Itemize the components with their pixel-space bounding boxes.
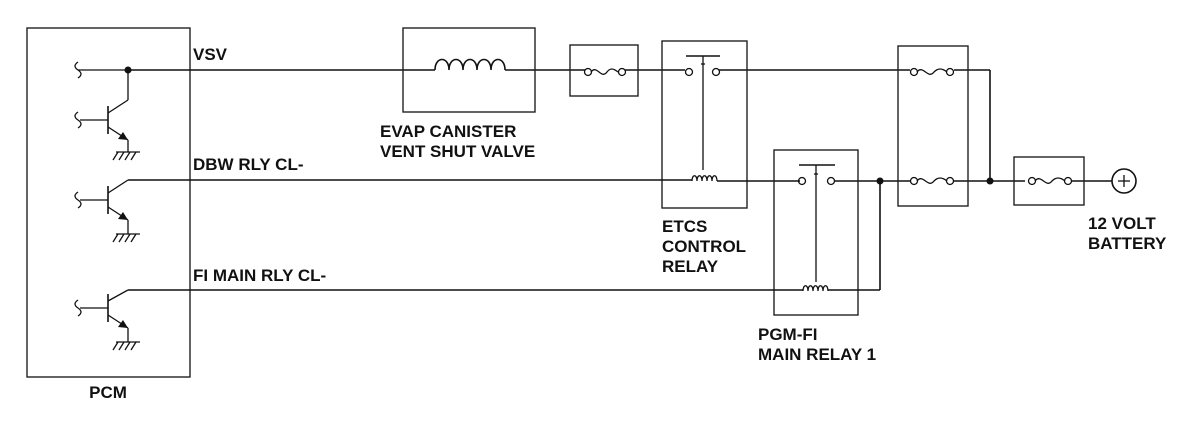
pcm-box <box>26 27 191 378</box>
wire-label-dbw: DBW RLY CL- <box>193 155 304 174</box>
pgmfi-relay-label-line1: PGM-FI <box>758 325 818 344</box>
wire-label-vsv: VSV <box>193 45 228 64</box>
evap-valve-label-line1: EVAP CANISTER <box>380 122 516 141</box>
evap-canister-vent-shut-valve <box>402 27 536 113</box>
pcm-vsv-driver <box>74 61 140 161</box>
wire-label-fi-main: FI MAIN RLY CL- <box>193 266 326 285</box>
fuse-vsv <box>569 44 639 97</box>
pcm-fi-main-driver <box>74 289 140 351</box>
dbw-wire <box>128 177 1112 185</box>
etcs-relay-label-line2: CONTROL <box>662 237 746 256</box>
etcs-control-relay <box>661 40 748 209</box>
etcs-relay-label-line1: ETCS <box>662 217 707 236</box>
battery-label-line2: BATTERY <box>1088 234 1167 253</box>
fi-main-wire <box>128 181 881 291</box>
fuse-battery <box>1013 156 1085 206</box>
pcm-dbw-driver <box>74 179 140 243</box>
evap-valve-label-line2: VENT SHUT VALVE <box>380 142 535 161</box>
pgmfi-relay-label-line2: MAIN RELAY 1 <box>758 345 876 364</box>
battery-label-line1: 12 VOLT <box>1088 214 1156 233</box>
vsv-wire <box>128 69 991 181</box>
etcs-relay-label-line3: RELAY <box>662 257 719 276</box>
pcm-label: PCM <box>89 383 127 402</box>
pgm-fi-main-relay-1 <box>773 149 859 316</box>
dual-fuse-box <box>897 45 969 207</box>
battery-plus-icon <box>1111 168 1137 194</box>
